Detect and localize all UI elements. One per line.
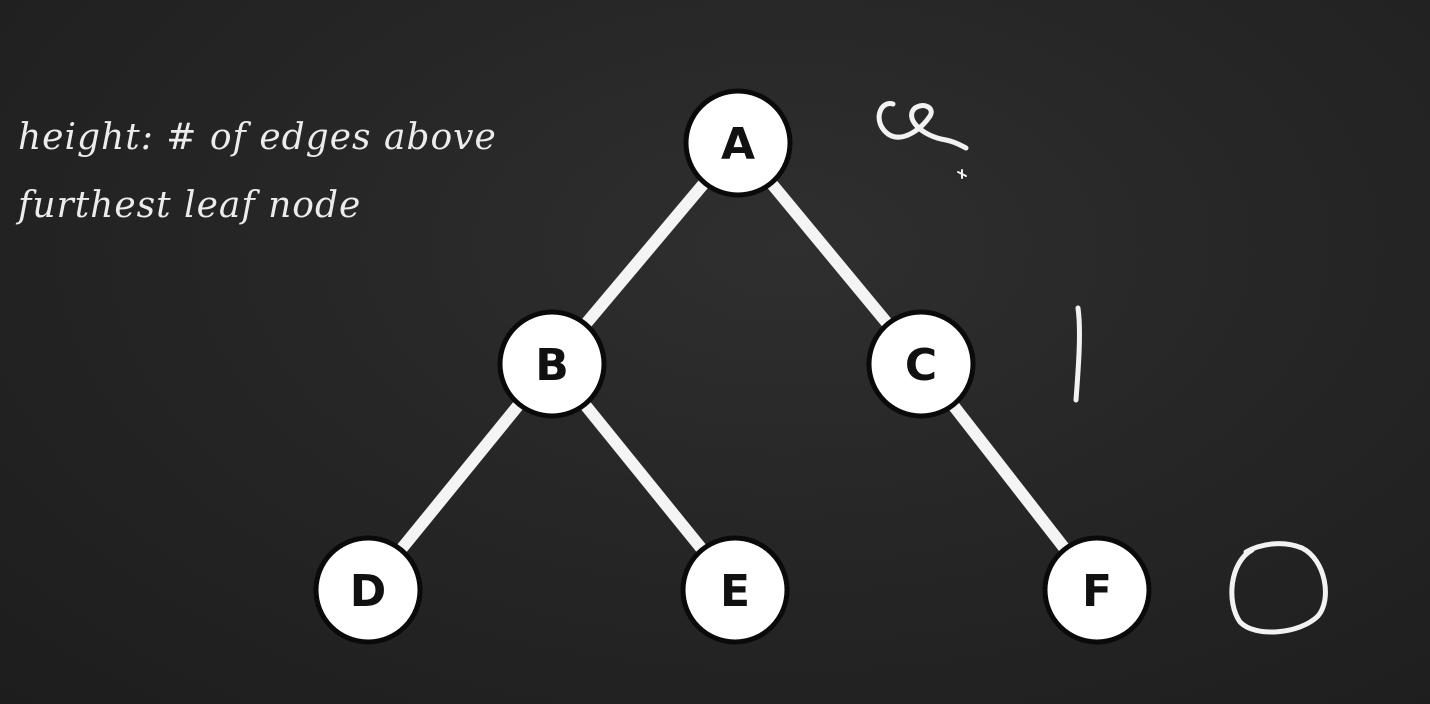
handwritten-one-mark — [1073, 305, 1082, 403]
node-circle — [1042, 535, 1152, 645]
node-label: B — [535, 340, 569, 391]
node-circle — [497, 309, 607, 419]
height-definition-caption: height: # of edges above furthest leaf n… — [18, 104, 578, 240]
tree-node-e: E — [680, 535, 790, 645]
node-label: E — [720, 566, 750, 617]
node-label: A — [721, 119, 755, 170]
tree-node-f: F — [1042, 535, 1152, 645]
handwritten-zero-mark — [1229, 541, 1328, 635]
annotation-height-1 — [1073, 305, 1082, 403]
tree-node-a: A — [683, 88, 793, 198]
node-circle — [680, 535, 790, 645]
annotation-height-2 — [876, 101, 969, 179]
node-label: F — [1082, 566, 1112, 617]
node-circle — [866, 309, 976, 419]
node-label: C — [905, 340, 937, 391]
node-circle — [683, 88, 793, 198]
chalk-cursor-mark — [957, 169, 967, 179]
handwritten-two-mark — [876, 101, 969, 151]
tree-node-b: B — [497, 309, 607, 419]
annotation-height-0 — [1229, 541, 1328, 635]
caption-line-2: furthest leaf node — [18, 185, 362, 226]
node-circle — [313, 535, 423, 645]
tree-nodes: A B C D E F — [313, 88, 1152, 645]
tree-node-c: C — [866, 309, 976, 419]
caption-line-1: height: # of edges above — [18, 117, 497, 158]
node-label: D — [350, 566, 387, 617]
tree-edges — [363, 139, 1102, 594]
tree-node-d: D — [313, 535, 423, 645]
